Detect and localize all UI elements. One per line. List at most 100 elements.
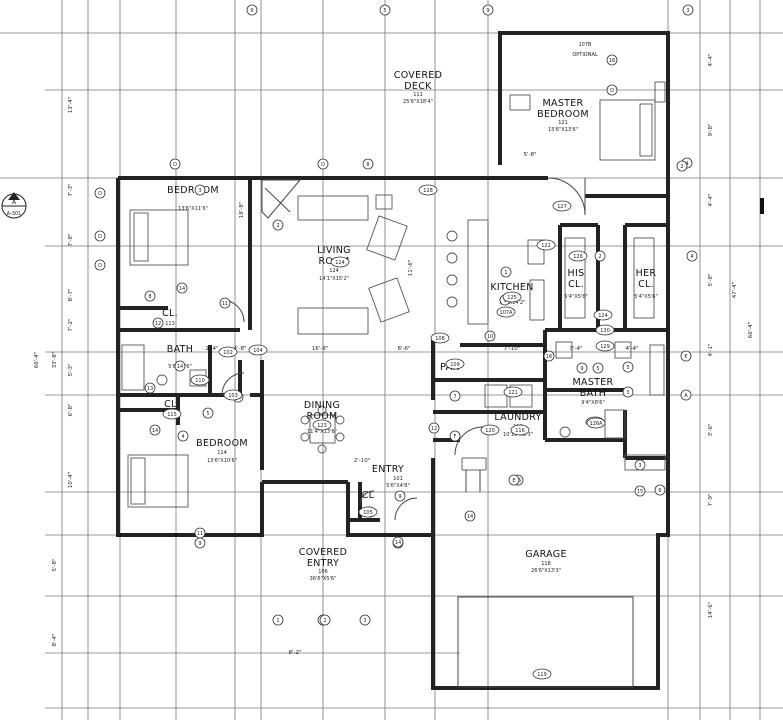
optional-text: OPTIONAL [572, 52, 598, 58]
tag-label: 3 [686, 8, 689, 14]
bedroom-bottom-label: BEDROOM [196, 438, 248, 449]
dim-right-3: 5'-8" [708, 273, 714, 286]
dim-right-2: 4'-4" [708, 193, 714, 206]
tag-label: D [98, 234, 102, 240]
garage-num: 118 [541, 561, 551, 567]
tag-bubble: 126A [586, 417, 606, 429]
bedroom-bottom-dims: 13'6"X10'6" [207, 458, 237, 464]
tag-bubble: 129 [595, 340, 615, 352]
tag-bubble: 123 [312, 419, 332, 431]
tag-bubble: 128 [418, 184, 438, 196]
master-bath-dims: 9'4"X8'6" [581, 400, 605, 406]
her-cl-dims: 5'4"X5'6" [634, 294, 658, 300]
tag-bubble: 12 [428, 422, 440, 434]
tag-bubble: 9 [576, 362, 588, 374]
tag-label: 2 [680, 164, 683, 170]
tag-label: 102 [223, 350, 233, 356]
tag-label: 115 [167, 412, 177, 418]
tag-bubble: 126 [568, 250, 588, 262]
interior-dimensions: 16'-8" 8'-6" 7'-10" 2'-4" 4'-8" 2'-10" 8… [205, 152, 638, 656]
tag-bubble: A [680, 389, 692, 401]
dim-left-1: 7'-3" [68, 183, 74, 196]
right-dimensions: 4'-4" 9'-8" 4'-4" 5'-8" 4'-1" 3'-6" 7'-9… [708, 53, 754, 618]
tag-label: 124 [598, 313, 608, 319]
tag-bubble: 16 [543, 350, 555, 362]
tag-bubble: 11 [219, 297, 231, 309]
tag-bubble: D [317, 158, 329, 170]
section-end-marker [760, 198, 764, 214]
laundry-label: LAUNDRY [494, 412, 541, 423]
tag-label: 5 [626, 365, 629, 371]
section-letter: A [12, 199, 17, 206]
tag-label: 107A [500, 310, 514, 316]
tag-label: E [512, 478, 515, 484]
tag-bubble: 122 [536, 239, 556, 251]
tag-label: 9 [398, 494, 401, 500]
tag-label: 9 [198, 541, 201, 547]
tag-label: 104 [253, 348, 263, 354]
tag-label: 125 [507, 295, 517, 301]
tag-label: 11 [222, 301, 228, 307]
tag-label: D [610, 88, 614, 94]
dim-right-4: 4'-1" [708, 343, 714, 356]
tag-label: 3 [638, 463, 641, 469]
tag-label: D [321, 162, 325, 168]
dining-room-dims: 11'4"X13'6" [307, 429, 337, 435]
tag-bubble: 121 [503, 386, 523, 398]
tag-label: 120 [485, 428, 495, 434]
master-bedroom-dims: 15'6"X13'6" [548, 127, 578, 133]
tag-label: 1 [276, 618, 279, 624]
dim-left-4: 7'-2" [68, 318, 74, 331]
dim-left-3: 8'-7" [68, 288, 74, 301]
dim-int-0: 16'-8" [312, 346, 329, 352]
tag-label: 7 [453, 394, 456, 400]
tag-label: D [173, 162, 177, 168]
tag-label: 9 [580, 366, 583, 372]
tag-label: 5 [383, 8, 386, 14]
tag-label: 9 [503, 298, 506, 304]
tag-label: 126 [573, 254, 583, 260]
tag-bubble: F [449, 430, 461, 442]
tag-bubble: 6 [654, 484, 666, 496]
dim-right-6: 7'-9" [708, 493, 714, 506]
garage-dims: 26'6"X13'3" [531, 568, 561, 574]
tag-label: 116 [515, 428, 525, 434]
tag-label: 119 [537, 672, 547, 678]
tag-bubble: 3 [194, 184, 206, 196]
bedroom-top-dims: 13'6"X11'6" [178, 206, 208, 212]
living-room-dims: 14'1"X15'2" [319, 276, 349, 282]
tag-label: 14 [395, 540, 401, 546]
tag-bubble: 2 [676, 160, 688, 172]
cl-mid-label: CL. [164, 399, 180, 410]
tag-bubble: D [94, 259, 106, 271]
tag-bubble: 1 [272, 614, 284, 626]
tag-bubble: D [169, 158, 181, 170]
tag-label: 108 [435, 336, 445, 342]
tag-bubble: 103 [223, 389, 243, 401]
tag-bubble: 2 [594, 250, 606, 262]
entry-num: 101 [393, 476, 403, 482]
covered-entry-dims: 36'6"X5'6" [310, 576, 337, 582]
tag-bubble: D [606, 84, 618, 96]
tag-label: 6 [658, 488, 661, 494]
tag-label: 14 [179, 286, 185, 292]
fireplace [261, 179, 302, 219]
bedroom-top-label: BEDROOM [167, 185, 219, 196]
tag-bubble: 2 [272, 219, 284, 231]
dim-left-2: 7'-8" [68, 233, 74, 246]
tag-label: A [684, 393, 688, 399]
tag-bubble: 8 [144, 290, 156, 302]
tag-label: 5 [596, 366, 599, 372]
covered-entry-num: 106 [318, 569, 328, 575]
dim-right-1: 9'-8" [708, 123, 714, 136]
dim-left-5: 5'-3" [68, 363, 74, 376]
tag-label: 14 [177, 364, 183, 370]
dim-int-7: 5'-8" [523, 152, 536, 158]
tag-label: 8 [366, 162, 369, 168]
tag-bubble: 15 [634, 485, 646, 497]
dim-right-outer-0: 47'-4" [732, 282, 738, 299]
tag-label: 128 [423, 188, 433, 194]
tag-label: 2 [276, 223, 279, 229]
door-swings [221, 177, 586, 521]
tag-bubble: 14 [174, 360, 186, 372]
